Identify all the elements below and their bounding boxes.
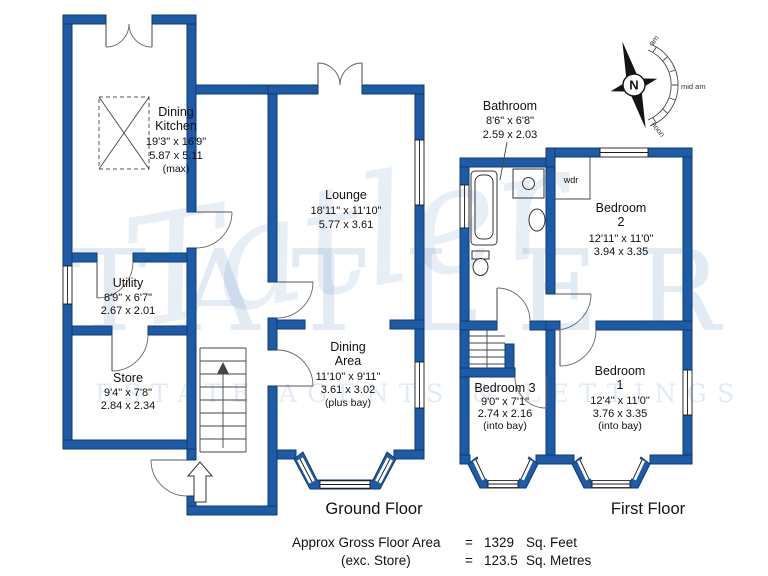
washbasin xyxy=(528,208,546,232)
footer-area-value: 1329 xyxy=(484,535,514,550)
front-door xyxy=(150,459,188,497)
bathroom-door xyxy=(496,287,531,322)
dining-area-name2: Area xyxy=(335,354,361,368)
footer-store-label: (exc. Store) xyxy=(341,553,411,568)
utility-label: Utility 8'9" x 6'7" 2.67 x 2.01 xyxy=(101,276,155,317)
staircase-ground xyxy=(199,347,247,453)
dining-kitchen-metric: 5.87 x 5.11 xyxy=(149,150,203,162)
ground-floor-plan xyxy=(62,14,425,516)
ground-floor-title: Ground Floor xyxy=(325,500,423,518)
lounge-imperial: 18'11" x 11'10" xyxy=(311,205,382,217)
bedroom1-label: Bedroom 1 12'4" x 11'0" 3.76 x 3.35 (int… xyxy=(590,364,650,432)
footer-area-unit: Sq. Feet xyxy=(526,535,577,550)
bathroom-name: Bathroom xyxy=(483,99,537,113)
watermark-caps: TATLER xyxy=(72,227,759,357)
dining-area-label: Dining Area 11'10" x 9'11" 3.61 x 3.02 (… xyxy=(316,340,381,409)
kitchen-rooflight xyxy=(98,96,150,170)
compass-label-am: am xyxy=(647,34,661,48)
dining-area-name1: Dining xyxy=(330,340,365,354)
dining-kitchen-note: (max) xyxy=(163,163,190,175)
dining-kitchen-label: Dining Kitchen 19'3" x 16'9" 5.87 x 5.11… xyxy=(146,105,206,175)
footer-area-equals: = xyxy=(465,535,473,550)
dining-area-imperial: 11'10" x 9'11" xyxy=(316,371,381,383)
utility-door xyxy=(96,261,134,299)
store-name: Store xyxy=(113,371,143,385)
first-floor-title: First Floor xyxy=(611,500,686,518)
bedroom3-label: Bedroom 3 9'0" x 7'1" 2.74 x 2.16 (into … xyxy=(474,381,535,432)
bedroom3-metric: 2.74 x 2.16 xyxy=(478,408,532,420)
dining-area-note: (plus bay) xyxy=(325,397,371,409)
ground-floor-doors xyxy=(96,23,363,497)
watermark-tagline: ESTATE AGENTS & LETTINGS xyxy=(95,379,745,408)
entrance-arrow-icon xyxy=(186,461,214,503)
lounge-metric: 5.77 x 3.61 xyxy=(319,219,373,231)
bathroom-label: Bathroom 8'6" x 6'8" 2.59 x 2.03 xyxy=(483,99,537,141)
footer-area-label: Approx Gross Floor Area xyxy=(292,535,441,550)
footer-store-equals: = xyxy=(465,553,473,568)
first-floor-windows xyxy=(459,147,693,489)
bathroom-leader-line xyxy=(499,141,508,181)
bedroom1-imperial: 12'4" x 11'0" xyxy=(590,395,650,407)
bedroom1-note: (into bay) xyxy=(598,420,642,432)
bedroom2-metric: 3.94 x 3.35 xyxy=(594,246,648,258)
bedroom1-name1: Bedroom xyxy=(595,364,646,378)
bathroom-fixtures xyxy=(470,168,546,276)
store-label: Store 9'4" x 7'8" 2.84 x 2.34 xyxy=(101,371,155,412)
watermark: Tatler TATLER ESTATE AGENTS & LETTINGS xyxy=(72,113,759,408)
room-labels: Dining Kitchen 19'3" x 16'9" 5.87 x 5.11… xyxy=(101,99,686,518)
bathroom-metric: 2.59 x 2.03 xyxy=(483,129,537,141)
dining-kitchen-name1: Dining xyxy=(158,105,193,119)
store-imperial: 9'4" x 7'8" xyxy=(104,387,152,399)
stairs-up-arrowhead xyxy=(217,362,229,374)
bedroom3-note: (into bay) xyxy=(483,420,527,432)
footer-store-value: 123.5 xyxy=(484,553,518,568)
bedroom2-door xyxy=(554,293,592,331)
footer-store-unit: Sq. Metres xyxy=(526,553,592,568)
lounge-french-doors xyxy=(317,62,363,86)
lounge-name: Lounge xyxy=(325,188,367,202)
bedroom1-metric: 3.76 x 3.35 xyxy=(593,408,647,420)
bedroom2-label: Bedroom 2 12'11" x 11'0" 3.94 x 3.35 xyxy=(589,201,654,258)
compass-north-label: N xyxy=(629,78,638,93)
bedroom2-name1: Bedroom xyxy=(596,201,647,215)
lounge-label: Lounge 18'11" x 11'10" 5.77 x 3.61 xyxy=(311,188,382,231)
bedroom3-name: Bedroom 3 xyxy=(474,381,535,395)
staircase-first xyxy=(469,330,505,368)
footer: Approx Gross Floor Area = 1329 Sq. Feet … xyxy=(292,535,592,568)
dining-area-metric: 3.61 x 3.02 xyxy=(321,384,375,396)
dining-kitchen-name2: Kitchen xyxy=(155,119,197,133)
wardrobe-partition xyxy=(555,157,591,200)
bathroom-imperial: 8'6" x 6'8" xyxy=(486,115,534,127)
bedroom3-door xyxy=(514,376,547,409)
utility-name: Utility xyxy=(113,276,144,290)
kitchen-french-doors xyxy=(105,23,153,48)
ground-floor-walls xyxy=(62,14,425,516)
kitchen-hall-door xyxy=(195,211,233,249)
dining-door xyxy=(276,349,314,387)
bedroom2-imperial: 12'11" x 11'0" xyxy=(589,233,654,245)
wardrobe-label: wdr xyxy=(563,175,579,185)
store-door xyxy=(111,334,149,372)
bedroom3-imperial: 9'0" x 7'1" xyxy=(481,396,529,408)
lounge-door xyxy=(276,281,314,319)
ground-floor-windows xyxy=(62,139,425,489)
compass-label-noon: noon xyxy=(649,120,666,139)
dining-kitchen-imperial: 19'3" x 16'9" xyxy=(146,136,206,148)
compass-rose: N am mid am noon xyxy=(610,34,706,139)
first-floor-doors xyxy=(496,287,597,409)
bedroom1-door xyxy=(559,329,597,367)
compass-label-mid-am: mid am xyxy=(681,82,706,91)
utility-metric: 2.67 x 2.01 xyxy=(101,305,155,317)
utility-imperial: 8'9" x 6'7" xyxy=(104,292,152,304)
first-floor-plan xyxy=(459,141,693,489)
bedroom2-name2: 2 xyxy=(618,215,625,229)
store-metric: 2.84 x 2.34 xyxy=(101,400,155,412)
bedroom1-name2: 1 xyxy=(617,378,624,392)
